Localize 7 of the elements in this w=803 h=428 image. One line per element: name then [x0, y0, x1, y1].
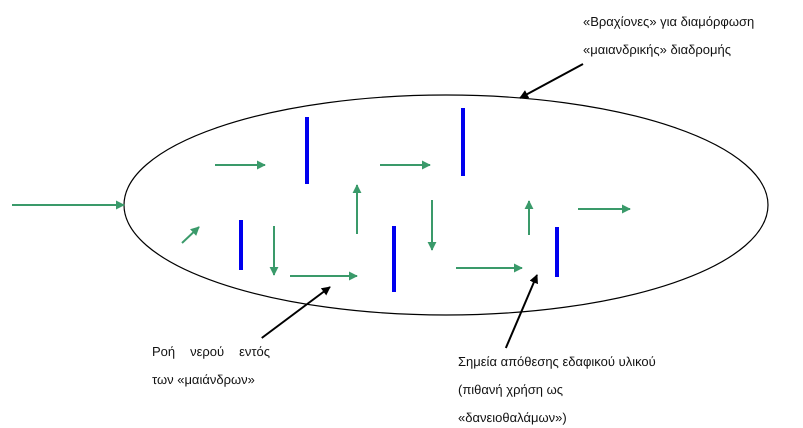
leader-line [519, 63, 584, 99]
annotation-text: «Βραχίονες» για διαμόρφωση «μαιανδρικής» διαδρομής [583, 13, 756, 59]
leader-line [504, 274, 538, 348]
annotation-text: Ροή νερού εντός των «μαιάνδρων» [152, 343, 270, 389]
annotation-text: Σημεία απόθεσης εδαφικού υλικού (πιθανή χρήση ως «δανειοθαλάμων») [458, 353, 657, 427]
leader-line [261, 286, 331, 339]
flow-arrow [12, 200, 125, 210]
